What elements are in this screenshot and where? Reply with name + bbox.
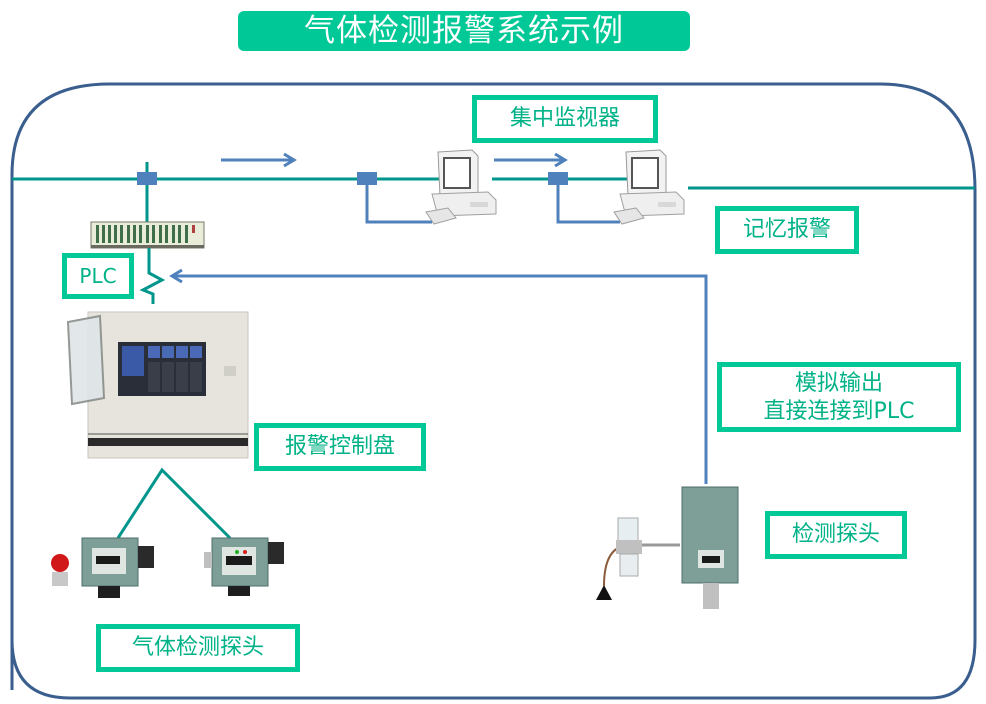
central-monitor-label: 集中监视器 [472, 95, 658, 143]
analog-output-label: 模拟输出 直接连接到PLC [717, 362, 961, 432]
gas-detection-probe-label: 气体检测探头 [96, 624, 300, 672]
flow-arrow-2 [494, 152, 568, 168]
computer-icon-2 [613, 149, 685, 225]
gas-detector-icon-2 [204, 537, 284, 596]
system-frame [10, 82, 977, 700]
panel-probe-links [116, 467, 232, 540]
memory-alarm-label: 记忆报警 [715, 206, 859, 254]
computer-icon-1 [425, 149, 497, 225]
plc-input-line [139, 248, 166, 304]
bus-junction-computer-1 [357, 172, 377, 185]
bus-junction-computer-2 [548, 172, 568, 185]
gas-detector-icon-1 [51, 537, 154, 598]
sampling-detector-icon [596, 486, 739, 609]
alarm-control-panel-label: 报警控制盘 [254, 423, 426, 471]
bus-junction-plc [137, 172, 157, 185]
plc-module-icon [90, 221, 205, 249]
detection-probe-label: 检测探头 [765, 511, 907, 559]
analog-output-line [169, 268, 708, 484]
analog-output-line2: 直接连接到PLC [763, 399, 915, 424]
flow-arrow-1 [221, 152, 297, 168]
computer-2-link [556, 185, 620, 224]
control-cabinet-icon [66, 311, 249, 459]
computer-1-link [365, 185, 432, 224]
page-title: 气体检测报警系统示例 [238, 11, 690, 51]
plc-label: PLC [62, 253, 134, 299]
analog-output-line1: 模拟输出 [794, 371, 883, 396]
